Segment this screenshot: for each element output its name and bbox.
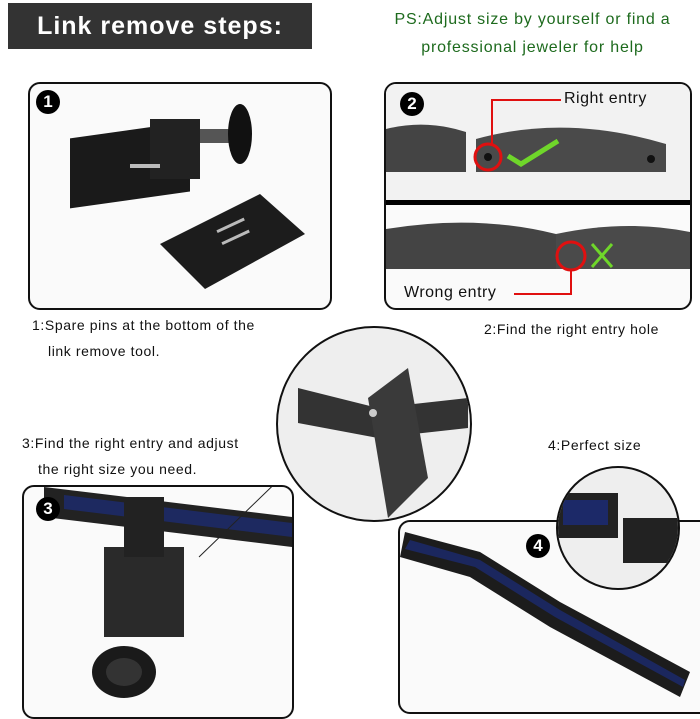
step-2-caption: 2:Find the right entry hole xyxy=(484,321,659,337)
bracelet-pin-closeup xyxy=(298,368,468,518)
step-3-badge: 3 xyxy=(36,497,60,521)
step-1-badge: 1 xyxy=(36,90,60,114)
ps-note: PS:Adjust size by yourself or find a pro… xyxy=(370,6,695,62)
step-3-caption-line-1: 3:Find the right entry and adjust xyxy=(22,435,239,451)
step-1-caption: 1:Spare pins at the bottom of the link r… xyxy=(32,312,255,364)
step-2-badge: 2 xyxy=(400,92,424,116)
step-1-caption-line-1: 1:Spare pins at the bottom of the xyxy=(32,317,255,333)
clasp-closeup xyxy=(558,493,678,563)
link-remove-tool-image xyxy=(70,104,305,289)
page-title: Link remove steps: xyxy=(8,3,312,49)
step-4-zoom-detail xyxy=(556,466,680,590)
step-1-caption-line-2: link remove tool. xyxy=(48,343,161,359)
step-2-panel: 2 Right entry Wrong entry xyxy=(384,82,692,310)
step-1-panel: 1 xyxy=(28,82,332,310)
step-3-caption-line-2: the right size you need. xyxy=(38,461,198,477)
tool-on-bracelet-image xyxy=(44,487,292,698)
ps-line-2: professional jeweler for help xyxy=(421,39,644,56)
bracelet-entry-image xyxy=(386,84,690,295)
wrong-entry-label: Wrong entry xyxy=(404,284,497,301)
step-4-caption: 4:Perfect size xyxy=(548,437,642,453)
step-3-caption: 3:Find the right entry and adjust the ri… xyxy=(22,430,239,482)
finished-bracelet-image xyxy=(400,532,690,697)
ps-line-1: PS:Adjust size by yourself or find a xyxy=(394,11,671,28)
step-3-zoom-detail xyxy=(276,326,472,522)
step-4-badge: 4 xyxy=(526,534,550,558)
step-4-panel: 4 xyxy=(398,520,700,714)
right-entry-label: Right entry xyxy=(564,90,647,107)
step-3-panel: 3 xyxy=(22,485,294,719)
